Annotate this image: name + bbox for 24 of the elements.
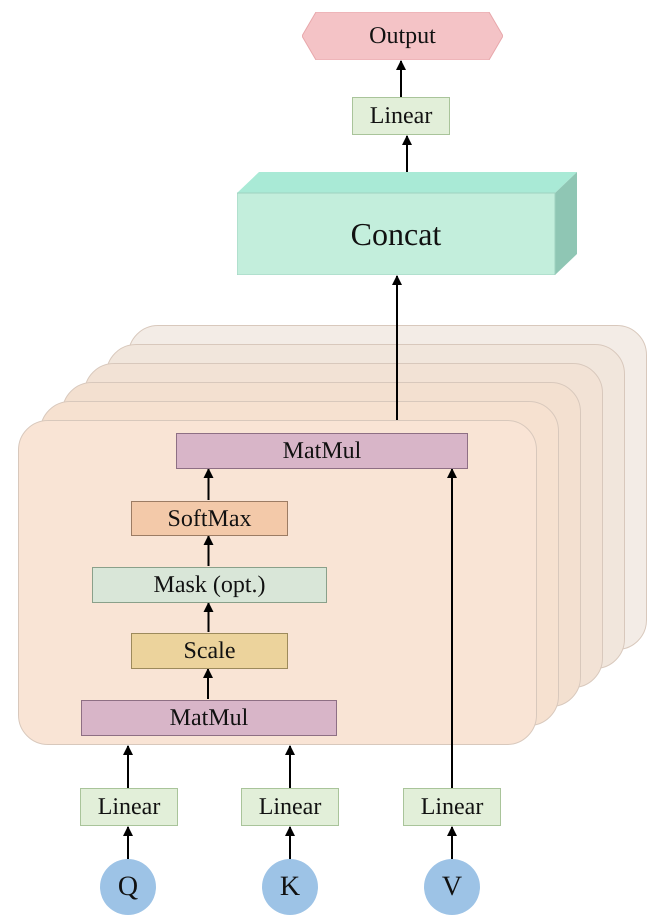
arrow bbox=[447, 826, 457, 859]
arrow bbox=[203, 668, 213, 699]
linear-box: Linear bbox=[80, 788, 178, 826]
arrow bbox=[285, 745, 295, 788]
arrow bbox=[402, 135, 412, 172]
attention-card bbox=[18, 420, 537, 745]
arrow bbox=[447, 468, 457, 788]
mask-box: Mask (opt.) bbox=[92, 567, 327, 603]
scale-box: Scale bbox=[131, 633, 288, 669]
linear-box: Linear bbox=[352, 97, 450, 135]
arrow bbox=[392, 275, 402, 420]
matmul-box: MatMul bbox=[176, 433, 468, 469]
output-hexagon: Output bbox=[302, 12, 503, 60]
arrow bbox=[123, 745, 133, 788]
matmul-box: MatMul bbox=[81, 700, 337, 736]
arrow bbox=[204, 468, 214, 500]
linear-box: Linear bbox=[403, 788, 501, 826]
arrow bbox=[285, 826, 295, 859]
arrow bbox=[396, 60, 406, 97]
arrow bbox=[204, 535, 214, 566]
arrow bbox=[204, 602, 214, 632]
arrow bbox=[123, 826, 133, 859]
softmax-box: SoftMax bbox=[131, 501, 288, 536]
linear-box: Linear bbox=[241, 788, 339, 826]
